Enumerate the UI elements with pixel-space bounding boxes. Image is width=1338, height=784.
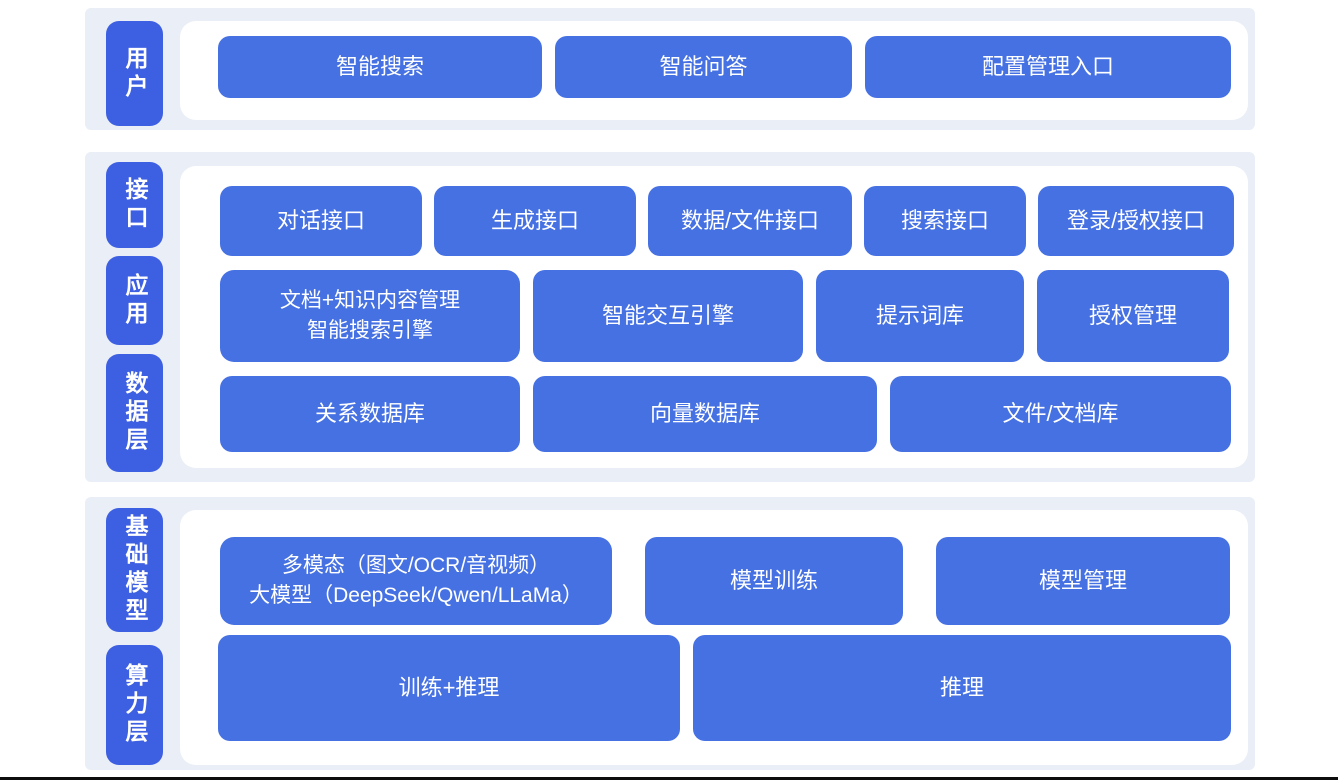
block-search-api: 搜索接口: [864, 186, 1026, 256]
row-application-blocks: 文档+知识内容管理 智能搜索引擎 智能交互引擎 提示词库 授权管理: [220, 270, 1229, 362]
row-foundation-model-blocks: 多模态（图文/OCR/音视频） 大模型（DeepSeek/Qwen/LLaMa）…: [220, 537, 1230, 625]
block-label-line2: 智能搜索引擎: [307, 319, 433, 342]
block-dialog-api: 对话接口: [220, 186, 422, 256]
block-vector-db: 向量数据库: [533, 376, 877, 452]
row-data-blocks: 关系数据库 向量数据库 文件/文档库: [220, 376, 1231, 452]
block-smart-search: 智能搜索: [218, 36, 542, 98]
block-prompt-library: 提示词库: [816, 270, 1024, 362]
row-user-blocks: 智能搜索 智能问答 配置管理入口: [218, 36, 1231, 98]
block-multimodal-llm: 多模态（图文/OCR/音视频） 大模型（DeepSeek/Qwen/LLaMa）: [220, 537, 612, 625]
row-interface-blocks: 对话接口 生成接口 数据/文件接口 搜索接口 登录/授权接口: [220, 186, 1234, 256]
block-model-management: 模型管理: [936, 537, 1230, 625]
block-model-training: 模型训练: [645, 537, 903, 625]
block-doc-knowledge-search-engine: 文档+知识内容管理 智能搜索引擎: [220, 270, 520, 362]
block-label-line1: 多模态（图文/OCR/音视频）: [281, 553, 551, 577]
layer-band-foundation-compute: 基础模型 算力层 多模态（图文/OCR/音视频） 大模型（DeepSeek/Qw…: [85, 497, 1255, 770]
block-interactive-engine: 智能交互引擎: [533, 270, 803, 362]
layer-label-application: 应用: [106, 256, 163, 345]
layer-band-user: 用户 智能搜索 智能问答 配置管理入口: [85, 8, 1255, 130]
layer-label-compute: 算力层: [106, 645, 163, 765]
bottom-border-line: [0, 777, 1338, 780]
block-generation-api: 生成接口: [434, 186, 636, 256]
block-label-line1: 文档+知识内容管理: [279, 288, 461, 312]
block-label-line2: 大模型（DeepSeek/Qwen/LLaMa）: [249, 584, 583, 607]
layer-label-foundation-model: 基础模型: [106, 508, 163, 632]
layer-label-user: 用户: [106, 21, 163, 126]
block-relational-db: 关系数据库: [220, 376, 520, 452]
layer-label-data: 数据层: [106, 354, 163, 472]
block-data-file-api: 数据/文件接口: [648, 186, 852, 256]
block-auth-management: 授权管理: [1037, 270, 1229, 362]
block-config-management-entry: 配置管理入口: [865, 36, 1231, 98]
block-inference: 推理: [693, 635, 1231, 741]
block-smart-qa: 智能问答: [555, 36, 852, 98]
block-file-doc-store: 文件/文档库: [890, 376, 1231, 452]
row-compute-blocks: 训练+推理 推理: [218, 635, 1231, 741]
layer-band-interface-app-data: 接口 应用 数据层 对话接口 生成接口 数据/文件接口 搜索接口 登录/授权接口…: [85, 152, 1255, 482]
block-training-inference: 训练+推理: [218, 635, 680, 741]
layer-label-interface: 接口: [106, 162, 163, 248]
block-login-auth-api: 登录/授权接口: [1038, 186, 1234, 256]
